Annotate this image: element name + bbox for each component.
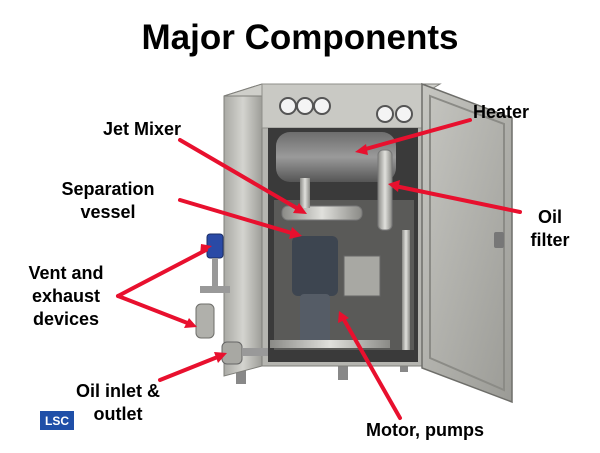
arrow-icon xyxy=(116,294,192,326)
label-oil-inlet-outlet: Oil inlet & outlet xyxy=(58,380,178,426)
label-line: Oil xyxy=(537,207,562,227)
arrow-icon xyxy=(293,203,307,214)
pipe xyxy=(270,340,390,348)
arrow-icon xyxy=(341,316,402,420)
leg xyxy=(338,366,348,380)
gauge-icon xyxy=(279,97,413,123)
label-separation-vessel: Separation vessel xyxy=(38,178,178,224)
arrow-icon xyxy=(178,138,302,212)
label-line: Separation xyxy=(61,179,155,199)
arrow-icon xyxy=(338,311,349,323)
arrow-icon xyxy=(393,184,522,214)
exhaust-device-image xyxy=(195,303,215,339)
arrow-icon xyxy=(184,318,197,328)
label-line: outlet xyxy=(93,404,143,424)
valve-block xyxy=(343,255,381,297)
arrow-icon xyxy=(158,354,222,382)
label-heater: Heater xyxy=(456,101,546,124)
arrow-icon xyxy=(178,198,297,236)
arrow-icon xyxy=(388,180,400,192)
page-title: Major Components xyxy=(141,18,459,57)
label-line: Motor, pumps xyxy=(366,420,484,440)
pipe xyxy=(212,258,218,286)
label-line: filter xyxy=(530,230,570,250)
label-oil-filter: Oil filter xyxy=(525,206,575,252)
label-motor-pumps: Motor, pumps xyxy=(350,419,500,442)
label-line: Oil inlet & xyxy=(75,381,160,401)
arrow-icon xyxy=(355,144,368,155)
jet-mixer-image xyxy=(300,178,310,208)
label-line: devices xyxy=(32,309,100,329)
arrow-icon xyxy=(289,227,302,239)
label-line: Vent and xyxy=(28,263,104,283)
arrow-icon xyxy=(214,352,227,363)
pipe xyxy=(200,286,230,293)
cabinet-door xyxy=(421,82,513,404)
label-line: Jet Mixer xyxy=(102,119,182,139)
door-frame xyxy=(429,94,505,392)
motor-image xyxy=(292,236,338,296)
oil-filter-image xyxy=(377,149,393,231)
label-vent-exhaust: Vent and exhaust devices xyxy=(4,262,128,331)
logo-text: LSC xyxy=(45,414,69,428)
label-line: exhaust xyxy=(31,286,101,306)
label-jet-mixer: Jet Mixer xyxy=(72,118,212,141)
logo-icon: LSC xyxy=(40,411,74,430)
gauge-panel xyxy=(261,83,423,129)
pipe xyxy=(242,348,268,356)
label-line: vessel xyxy=(80,202,136,222)
pump-image xyxy=(300,294,330,346)
door-handle xyxy=(494,232,504,248)
leg xyxy=(236,366,246,384)
pipe xyxy=(402,230,410,350)
arrow-icon xyxy=(200,244,212,255)
arrow-icon xyxy=(116,248,208,298)
arrow-icon xyxy=(360,118,472,152)
label-line: Heater xyxy=(472,102,530,122)
